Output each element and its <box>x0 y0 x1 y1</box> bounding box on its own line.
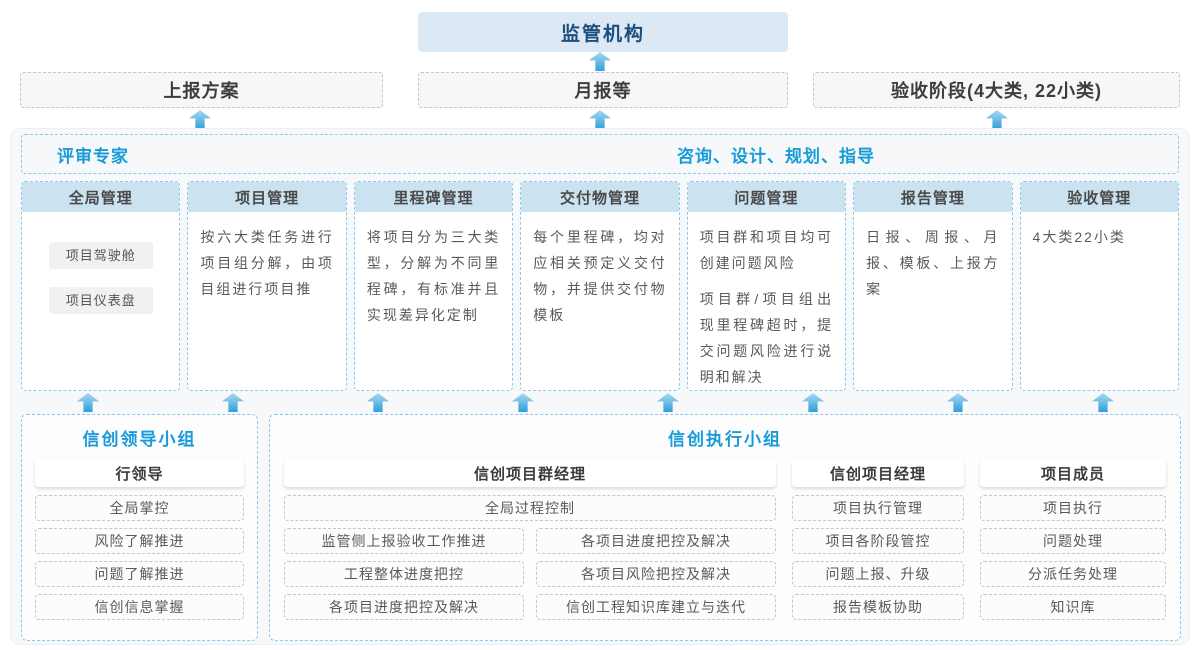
up-arrow-icon <box>77 393 99 412</box>
list-item: 各项目进度把控及解决 <box>284 594 524 620</box>
column-text: 将项目分为三大类型，分解为不同里程碑，有标准并且实现差异化定制 <box>366 229 501 323</box>
column-body: 项目驾驶舱 项目仪表盘 <box>22 212 179 314</box>
up-arrow-icon <box>589 110 611 129</box>
column-title: 报告管理 <box>854 182 1012 212</box>
column-title: 问题管理 <box>687 182 846 212</box>
up-arrow-icon <box>589 52 611 71</box>
column-title: 全局管理 <box>22 182 180 212</box>
column-milestone-management: 里程碑管理 将项目分为三大类型，分解为不同里程碑，有标准并且实现差异化定制 <box>353 181 514 391</box>
column-project-management: 项目管理 按六大类任务进行项目组分解，由项目组进行项目推 <box>187 181 347 391</box>
leadership-group-panel: 信创领导小组 行领导 全局掌控 风险了解推进 问题了解推进 信创信息掌握 <box>21 414 258 641</box>
list-item: 项目各阶段管控 <box>792 528 964 554</box>
column-report-management: 报告管理 日报、周报、月报、模板、上报方案 <box>853 181 1013 391</box>
up-arrow-icon <box>802 393 824 412</box>
program-manager-right-items: 各项目进度把控及解决 各项目风险把控及解决 信创工程知识库建立与迭代 <box>536 528 776 627</box>
up-arrow-icon <box>986 110 1008 129</box>
bank-leader-role-box: 行领导 <box>35 459 244 487</box>
column-text: 每个里程碑，均对应相关预定义交付物，并提供交付物模板 <box>533 229 667 323</box>
program-manager-items: 监管侧上报验收工作推进 工程整体进度把控 各项目进度把控及解决 各项目进度把控及… <box>284 528 776 627</box>
project-dashboard-pill: 项目仪表盘 <box>48 287 153 314</box>
program-manager-left-items: 监管侧上报验收工作推进 工程整体进度把控 各项目进度把控及解决 <box>284 528 524 627</box>
list-item: 各项目风险把控及解决 <box>536 561 776 587</box>
column-text: 按六大类任务进行项目组分解，由项目组进行项目推 <box>200 229 334 297</box>
list-item: 全局过程控制 <box>284 495 776 521</box>
output-box-monthly-report: 月报等 <box>418 72 788 108</box>
column-title: 里程碑管理 <box>354 182 513 212</box>
project-cockpit-pill: 项目驾驶舱 <box>48 242 153 269</box>
review-experts-label: 评审专家 <box>57 146 129 166</box>
up-arrow-icon <box>1092 393 1114 412</box>
project-member-role-box: 项目成员 <box>980 459 1166 487</box>
list-item: 问题了解推进 <box>35 561 244 587</box>
list-item: 信创工程知识库建立与迭代 <box>536 594 776 620</box>
up-arrow-icon <box>189 110 211 129</box>
list-item: 知识库 <box>980 594 1166 620</box>
column-title: 验收管理 <box>1020 182 1178 212</box>
project-manager-column: 信创项目经理 项目执行管理 项目各阶段管控 问题上报、升级 报告模板协助 <box>792 459 964 627</box>
list-item: 问题上报、升级 <box>792 561 964 587</box>
up-arrow-icon <box>367 393 389 412</box>
output-box-report-plan: 上报方案 <box>20 72 383 108</box>
execution-roles-grid: 信创项目群经理 全局过程控制 监管侧上报验收工作推进 工程整体进度把控 各项目进… <box>284 459 1166 627</box>
column-issue-management: 问题管理 项目群和项目均可创建问题风险 项目群/项目组出现里程碑超时，提交问题风… <box>686 181 847 391</box>
regulator-box: 监管机构 <box>418 12 788 52</box>
management-columns: 全局管理 项目驾驶舱 项目仪表盘 项目管理 按六大类任务进行项目组分解，由项目组… <box>21 181 1179 391</box>
platform-panel: 评审专家 咨询、设计、规划、指导 全局管理 项目驾驶舱 项目仪表盘 项目管理 按… <box>10 128 1190 645</box>
column-body: 项目群和项目均可创建问题风险 项目群/项目组出现里程碑超时，提交问题风险进行说明… <box>688 212 845 390</box>
column-text: 项目群和项目均可创建问题风险 <box>699 229 834 271</box>
column-body: 4大类22小类 <box>1021 212 1178 250</box>
up-arrow-icon <box>657 393 679 412</box>
list-item: 风险了解推进 <box>35 528 244 554</box>
experts-header: 评审专家 咨询、设计、规划、指导 <box>21 134 1179 174</box>
up-arrow-icon <box>512 393 534 412</box>
column-text: 4大类22小类 <box>1032 229 1126 245</box>
up-arrow-icon <box>947 393 969 412</box>
list-item: 项目执行 <box>980 495 1166 521</box>
column-body: 日报、周报、月报、模板、上报方案 <box>854 212 1011 302</box>
list-item: 分派任务处理 <box>980 561 1166 587</box>
consulting-design-label: 咨询、设计、规划、指导 <box>677 146 875 166</box>
leadership-group-title: 信创领导小组 <box>82 429 197 449</box>
column-global-management: 全局管理 项目驾驶舱 项目仪表盘 <box>21 181 181 391</box>
output-box-acceptance-stage: 验收阶段(4大类, 22小类) <box>813 72 1180 108</box>
column-acceptance-management: 验收管理 4大类22小类 <box>1019 181 1179 391</box>
list-item: 各项目进度把控及解决 <box>536 528 776 554</box>
list-item: 监管侧上报验收工作推进 <box>284 528 524 554</box>
column-body: 每个里程碑，均对应相关预定义交付物，并提供交付物模板 <box>521 212 678 328</box>
project-member-column: 项目成员 项目执行 问题处理 分派任务处理 知识库 <box>980 459 1166 627</box>
list-item: 信创信息掌握 <box>35 594 244 620</box>
list-item: 工程整体进度把控 <box>284 561 524 587</box>
execution-group-panel: 信创执行小组 信创项目群经理 全局过程控制 监管侧上报验收工作推进 工程整体进度… <box>269 414 1181 641</box>
column-body: 将项目分为三大类型，分解为不同里程碑，有标准并且实现差异化定制 <box>355 212 512 328</box>
list-item: 全局掌控 <box>35 495 244 521</box>
column-body: 按六大类任务进行项目组分解，由项目组进行项目推 <box>188 212 345 302</box>
group-to-columns-arrows <box>77 393 1114 412</box>
list-item: 问题处理 <box>980 528 1166 554</box>
program-manager-role-box: 信创项目群经理 <box>284 459 776 487</box>
list-item: 报告模板协助 <box>792 594 964 620</box>
column-text: 项目群/项目组出现里程碑超时，提交问题风险进行说明和解决 <box>699 291 834 385</box>
up-arrow-icon <box>222 393 244 412</box>
column-deliverable-management: 交付物管理 每个里程碑，均对应相关预定义交付物，并提供交付物模板 <box>520 181 680 391</box>
column-text: 日报、周报、月报、模板、上报方案 <box>866 229 1000 297</box>
project-manager-role-box: 信创项目经理 <box>792 459 964 487</box>
column-title: 交付物管理 <box>521 182 679 212</box>
program-manager-column: 信创项目群经理 全局过程控制 监管侧上报验收工作推进 工程整体进度把控 各项目进… <box>284 459 776 627</box>
list-item: 项目执行管理 <box>792 495 964 521</box>
column-title: 项目管理 <box>188 182 346 212</box>
execution-group-title: 信创执行小组 <box>668 429 782 449</box>
